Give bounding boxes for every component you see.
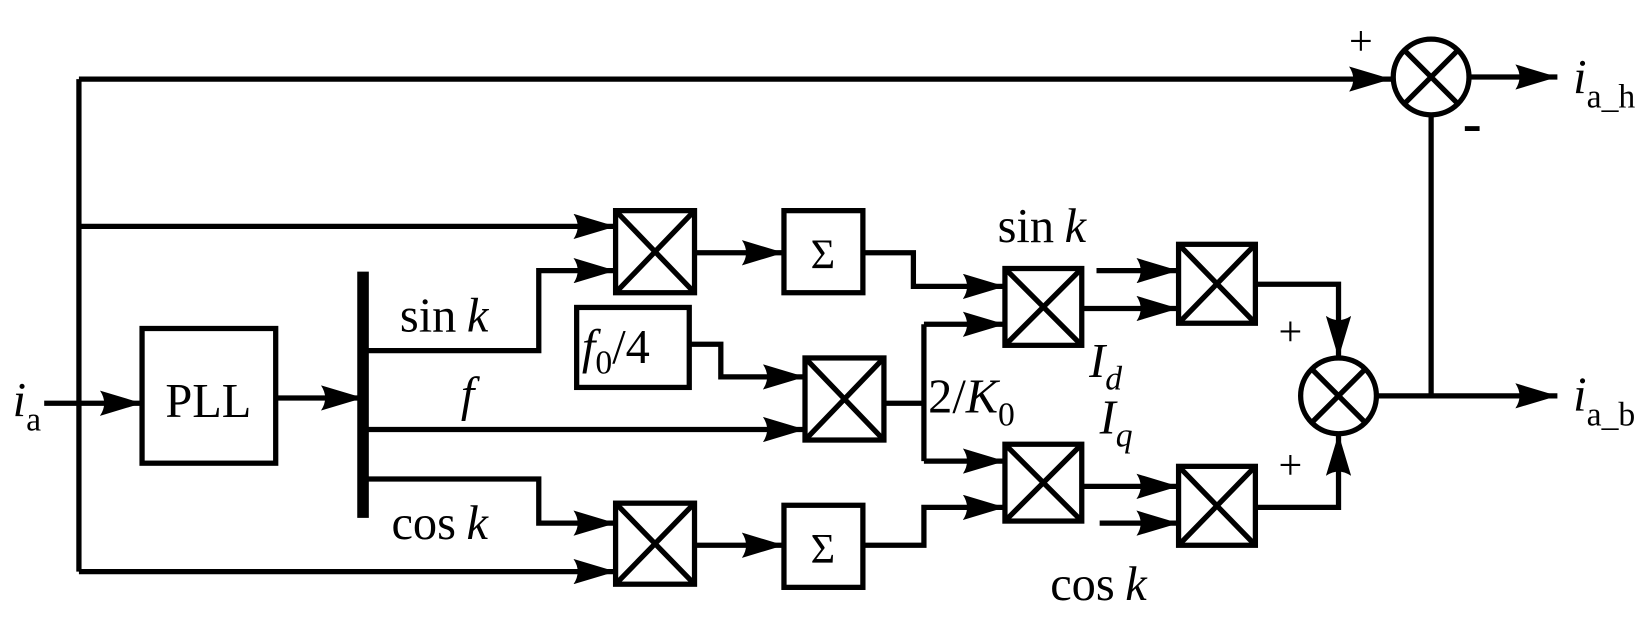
- svg-text:f0/4: f0/4: [582, 321, 650, 382]
- summation-block-1: Σ: [781, 208, 866, 296]
- wire-mult6-to-sum: [1255, 281, 1352, 358]
- f0-rest: /4: [612, 321, 650, 374]
- id-label: Id: [1088, 335, 1122, 398]
- input-label: ia: [13, 374, 41, 439]
- wire-mult7-to-sum: [1255, 433, 1352, 511]
- iq-label: Iq: [1099, 392, 1133, 455]
- pll-label: PLL: [165, 375, 251, 428]
- sum-junction-bottom: [1298, 355, 1380, 437]
- multiplier-3: [1002, 265, 1085, 348]
- summation-block-2: Σ: [781, 502, 866, 590]
- gain-label: 2/K0: [928, 371, 1015, 434]
- multiplier-6: [1175, 241, 1259, 326]
- wire-sum1-to-mult3: [862, 250, 1005, 300]
- sigma-label: Σ: [811, 232, 836, 279]
- pll-block: PLL: [139, 325, 279, 466]
- output-b-label: ia_b: [1573, 369, 1635, 434]
- f0-quarter-block: f0/4: [574, 304, 692, 391]
- sign-mid-plus-1: +: [1279, 308, 1303, 355]
- output-h-label: ia_h: [1573, 51, 1635, 116]
- wire-cos-k: [363, 476, 616, 536]
- multiplier-4: [1002, 441, 1085, 524]
- sign-top-plus: +: [1349, 18, 1373, 65]
- multiplier-1: [612, 208, 698, 296]
- wire-sum2-to-mult4: [862, 494, 1005, 548]
- sigma-label: Σ: [811, 526, 836, 573]
- multiplier-2: [802, 355, 887, 443]
- f0-sub: 0: [595, 345, 612, 382]
- wire-sin-k: [363, 257, 616, 354]
- wires: [44, 64, 1558, 585]
- bus-label-f: f: [461, 369, 481, 422]
- sign-top-minus: -: [1463, 92, 1482, 155]
- wire-f0-to-mult2: [689, 341, 806, 390]
- sum-junction-top: [1390, 36, 1472, 118]
- multiplier-5: [612, 500, 698, 587]
- multiplier-7: [1175, 463, 1259, 548]
- sign-mid-plus-2: +: [1279, 442, 1303, 489]
